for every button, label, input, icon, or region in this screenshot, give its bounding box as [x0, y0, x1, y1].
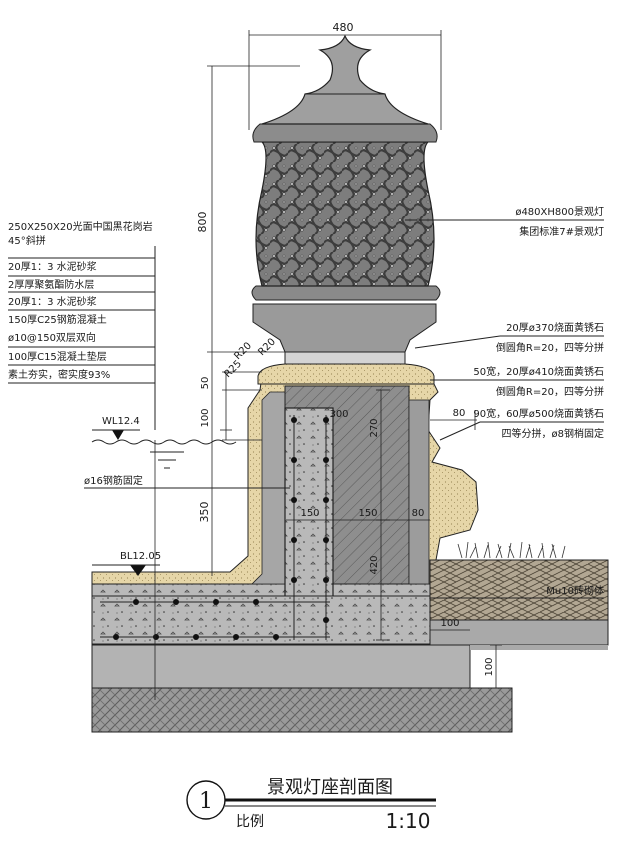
title-name: 景观灯座剖面图: [267, 777, 393, 798]
granite-label-2: 45°斜拼: [8, 234, 46, 247]
lamp-label-1: ø480XH800景观灯: [515, 206, 604, 218]
layer-label-1: 20厚1：3 水泥砂浆: [8, 260, 97, 273]
stone3-label-1: 90宽，60厚ø500烧面黄锈石: [473, 407, 604, 420]
layer-label-6: 100厚C15混凝土垫层: [8, 350, 107, 363]
scale-label: 比例: [236, 814, 264, 830]
radius-r25: R25: [222, 358, 244, 380]
dim-300: 300: [329, 409, 348, 420]
dim-lamp-height: 800: [196, 212, 209, 233]
dim-80-top: 80: [453, 408, 466, 419]
dim-80-mid: 80: [412, 508, 425, 519]
landscape-lamp: [251, 34, 441, 353]
layer-label-7: 素土夯实，密实度93%: [8, 368, 110, 381]
title-block: [186, 780, 436, 820]
stone-caps: [257, 351, 435, 385]
bottom-level-label: BL12.05: [120, 551, 161, 562]
stone2-label-2: 倒圆角R=20，四等分拼: [496, 385, 604, 398]
dim-50: 50: [200, 377, 211, 390]
title-number: 1: [199, 789, 213, 814]
layer-label-4: 150厚C25钢筋混凝土: [8, 313, 107, 326]
dim-270: 270: [369, 418, 380, 437]
level-markers: [92, 429, 160, 576]
pedestal-body: [91, 367, 479, 645]
layer-label-2: 2厚厚聚氨酯防水层: [8, 278, 94, 291]
rebar-fix-label: ø16钢筋固定: [84, 474, 143, 487]
layer-label-5: ø10@150双层双向: [8, 331, 96, 344]
water-surface: [91, 439, 237, 469]
dim-150-a: 150: [300, 508, 319, 519]
dim-100-right: 100: [440, 618, 459, 629]
scale-value: 1:10: [386, 809, 431, 833]
stone1-label-1: 20厚ø370烧面黄锈石: [506, 321, 604, 334]
radius-r20-b: R20: [256, 336, 278, 358]
water-level-label: WL12.4: [102, 416, 140, 427]
dimension-lines: [154, 30, 502, 700]
dim-150-b: 150: [358, 508, 377, 519]
ground-layers: [91, 559, 609, 733]
dim-100-bottom: 100: [484, 657, 495, 676]
granite-label-1: 250X250X20光面中国黑花岗岩: [8, 220, 153, 233]
leader-lines: [8, 219, 604, 599]
dim-420: 420: [369, 555, 380, 574]
stone1-label-2: 倒圆角R=20，四等分拼: [496, 341, 604, 354]
grass: [457, 541, 566, 559]
stone3-label-2: 四等分拼，ø8钢梢固定: [502, 427, 604, 440]
dim-top-width: 480: [333, 21, 354, 34]
layer-label-3: 20厚1：3 水泥砂浆: [8, 295, 97, 308]
brick-label: Mu10砖砌体: [546, 584, 604, 597]
dim-350: 350: [198, 502, 211, 523]
dim-100-left: 100: [200, 408, 211, 427]
lamp-label-2: 集团标准7#景观灯: [519, 225, 604, 238]
stone2-label-1: 50宽，20厚ø410烧面黄锈石: [473, 365, 604, 378]
